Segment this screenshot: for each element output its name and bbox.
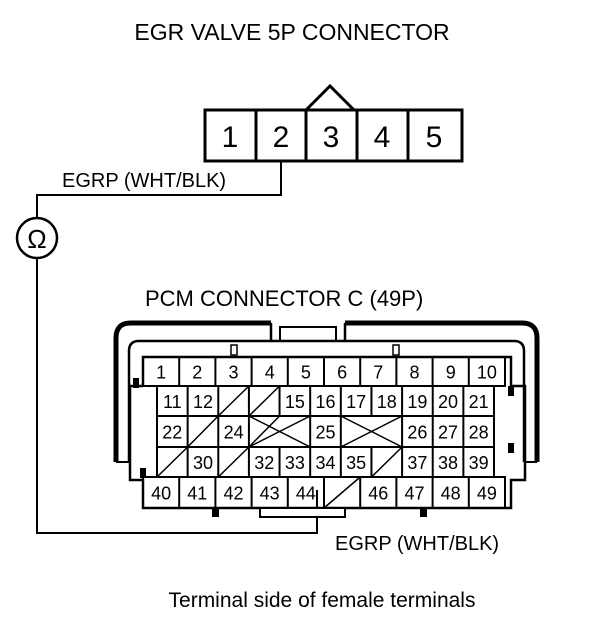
- pcm-blocked-cell: [248, 385, 281, 417]
- wire-egr-to-meter: [36, 161, 282, 218]
- wire-label-bottom: EGRP (WHT/BLK): [335, 533, 499, 555]
- pcm-terminal-4: 4: [265, 363, 275, 383]
- egr-pin-1: 1: [222, 121, 239, 154]
- pcm-blocked-cell: [370, 446, 403, 478]
- pcm-terminal-3: 3: [228, 363, 238, 383]
- ohm-symbol: Ω: [27, 224, 46, 254]
- pcm-blocked-cell: [217, 446, 250, 478]
- pcm-terminal-8: 8: [409, 363, 419, 383]
- pcm-blocked-cell: [156, 446, 189, 478]
- pcm-blocked-cell: [187, 415, 219, 448]
- pcm-blocked-cell: [248, 415, 281, 448]
- pcm-terminal-40: 40: [151, 484, 171, 504]
- pcm-terminal-20: 20: [438, 392, 458, 412]
- pcm-blocked-span: [340, 415, 403, 448]
- pcm-terminal-42: 42: [223, 484, 243, 504]
- pcm-terminal-2: 2: [192, 363, 202, 383]
- pcm-terminal-26: 26: [407, 423, 427, 443]
- pcm-terminal-46: 46: [368, 484, 388, 504]
- pcm-terminal-41: 41: [187, 484, 207, 504]
- pcm-terminal-25: 25: [315, 423, 335, 443]
- pcm-terminal-19: 19: [407, 392, 427, 412]
- egr-connector-body: [203, 108, 464, 163]
- pcm-blocked-span: [248, 415, 311, 448]
- pcm-terminal-11: 11: [163, 392, 182, 412]
- pcm-terminal-9: 9: [446, 363, 456, 383]
- pcm-terminal-47: 47: [404, 484, 424, 504]
- pcm-terminal-39: 39: [469, 453, 489, 473]
- pcm-terminal-35: 35: [346, 453, 366, 473]
- pcm-terminal-22: 22: [162, 423, 182, 443]
- pcm-terminal-28: 28: [469, 423, 489, 443]
- egr-pin-3: 3: [323, 121, 340, 154]
- pcm-terminal-33: 33: [285, 453, 305, 473]
- egr-connector: [203, 83, 464, 163]
- pcm-terminal-15: 15: [285, 392, 305, 412]
- ohmmeter: Ω: [15, 216, 59, 260]
- pcm-terminal-5: 5: [301, 363, 311, 383]
- pcm-terminal-34: 34: [315, 453, 335, 473]
- pcm-terminal-48: 48: [441, 484, 461, 504]
- pcm-terminal-24: 24: [224, 423, 244, 443]
- egr-connector-title: EGR VALVE 5P CONNECTOR: [134, 19, 449, 45]
- egr-pin-2: 2: [273, 121, 290, 154]
- pcm-terminal-10: 10: [477, 363, 497, 383]
- egr-pin-5: 5: [426, 121, 443, 154]
- ohmmeter-icon: [15, 216, 59, 260]
- egr-lock-tab: [304, 83, 356, 112]
- pcm-terminal-43: 43: [260, 484, 280, 504]
- egr-pin-4: 4: [374, 121, 391, 154]
- pcm-terminal-44: 44: [296, 484, 316, 504]
- pcm-terminal-18: 18: [377, 392, 397, 412]
- pcm-connector-title: PCM CONNECTOR C (49P): [145, 286, 423, 311]
- caption: Terminal side of female terminals: [169, 589, 476, 612]
- pcm-terminal-27: 27: [438, 423, 458, 443]
- pcm-blocked-cell: [323, 476, 361, 509]
- pcm-terminal-21: 21: [469, 392, 489, 412]
- pcm-terminal-1: 1: [156, 363, 166, 383]
- pcm-blocked-cell: [217, 385, 250, 417]
- pcm-terminal-17: 17: [346, 392, 366, 412]
- pcm-terminal-37: 37: [407, 453, 427, 473]
- pcm-terminal-12: 12: [193, 392, 213, 412]
- pcm-terminal-49: 49: [477, 484, 497, 504]
- pcm-terminal-32: 32: [254, 453, 274, 473]
- pcm-terminal-7: 7: [373, 363, 383, 383]
- pcm-terminal-6: 6: [337, 363, 347, 383]
- pcm-terminal-38: 38: [438, 453, 458, 473]
- wire-label-top: EGRP (WHT/BLK): [62, 170, 226, 192]
- pcm-terminal-30: 30: [193, 453, 213, 473]
- pcm-terminal-16: 16: [315, 392, 335, 412]
